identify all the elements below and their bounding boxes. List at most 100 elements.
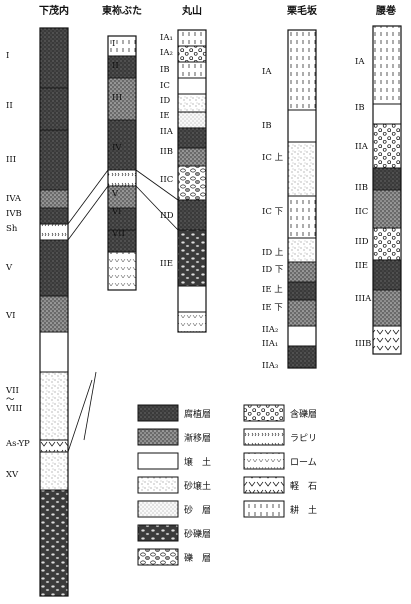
legend-label: ラピリ <box>290 433 317 444</box>
layer-label: IE 下 <box>262 303 283 313</box>
layer-sandy <box>178 94 206 112</box>
layer-label: IB <box>262 121 272 131</box>
layer-tilled <box>288 196 316 238</box>
legend-item-plain: 壌 土 <box>138 453 211 469</box>
layer-tilled <box>178 30 206 46</box>
layer-plain <box>178 286 206 312</box>
layer-sandy <box>288 142 316 196</box>
legend-label: ローム <box>290 457 317 468</box>
layer-transition <box>40 296 68 332</box>
layer-label: IIE <box>160 259 173 269</box>
layer-label: V <box>5 263 13 273</box>
correlation-line <box>68 186 108 240</box>
legend-item-sand: 砂 層 <box>138 501 211 517</box>
layer-label: ID 上 <box>262 248 284 258</box>
correlation-line <box>84 372 96 440</box>
layer-sandy <box>40 372 68 440</box>
layer-humus <box>373 168 401 190</box>
layer-label: IIB <box>355 183 368 193</box>
layer-label: IA <box>355 57 365 67</box>
layer-pebbly <box>373 124 401 168</box>
layer-label: IE 上 <box>262 285 283 295</box>
layer-label: III <box>6 155 16 165</box>
legend-swatch <box>244 501 284 517</box>
layer-sand <box>178 112 206 128</box>
layer-loam <box>178 312 206 332</box>
layer-sandy <box>40 452 68 490</box>
legend-item-pebbly: 含礫層 <box>244 405 317 421</box>
layer-tilled <box>178 62 206 78</box>
layer-label: IVA <box>6 194 22 204</box>
legend-swatch <box>244 405 284 421</box>
legend-label: 耕 土 <box>290 504 317 516</box>
layer-label: IA <box>262 67 272 77</box>
legend-item-tilled: 耕 土 <box>244 501 317 517</box>
legend-swatch <box>138 453 178 469</box>
layer-tilled <box>288 30 316 110</box>
column-title: 丸山 <box>181 4 202 17</box>
layer-humus <box>40 130 68 190</box>
layer-label: ID <box>160 96 170 106</box>
layer-pumice <box>40 440 68 452</box>
layer-label: IIA₃ <box>262 361 278 371</box>
layer-transition <box>40 190 68 208</box>
legend-swatch <box>244 453 284 469</box>
layer-transition <box>288 300 316 326</box>
layer-label: I <box>112 39 115 49</box>
legend-item-transition: 漸移層 <box>138 429 211 445</box>
layer-label: IA₂ <box>160 48 173 58</box>
layer-label: IIE <box>355 261 368 271</box>
layer-transition <box>178 148 206 166</box>
column-3: 丸山IA₁IA₂IBICIDIEIIAIIBIICIIDIIE <box>160 4 206 332</box>
layer-transition <box>288 262 316 282</box>
legend-label: 軽 石 <box>290 481 317 492</box>
layer-pebbly <box>178 46 206 62</box>
correlation-line <box>136 186 178 230</box>
legend-item-loam: ローム <box>244 453 317 469</box>
layer-lapilli <box>108 170 136 186</box>
layer-plain <box>288 110 316 142</box>
legend-label: 砂礫層 <box>184 528 211 540</box>
layer-label: V <box>111 189 119 199</box>
legend-label: 含礫層 <box>290 408 317 420</box>
layer-humus <box>40 240 68 296</box>
legend-item-humus: 腐植層 <box>138 405 211 421</box>
legend-item-lapilli: ラピリ <box>244 429 317 445</box>
legend-item-pumice: 軽 石 <box>244 477 317 493</box>
layer-label: ID 下 <box>262 265 284 275</box>
layer-label: IB <box>355 103 365 113</box>
legend-swatch <box>138 549 178 565</box>
layer-label: IIA <box>355 142 369 152</box>
legend-label: 壌 土 <box>184 456 211 468</box>
layer-humus <box>40 88 68 130</box>
layer-loam <box>108 252 136 290</box>
layer-label: IC <box>160 81 170 91</box>
column-title: 下茂内 <box>39 4 69 17</box>
legend-swatch <box>138 405 178 421</box>
layer-label: VI <box>111 207 122 217</box>
layer-humus <box>40 208 68 224</box>
legend-item-gravel: 礫 層 <box>138 549 211 565</box>
legend-label: 礫 層 <box>184 552 211 564</box>
layer-humus <box>178 200 206 230</box>
legend-swatch <box>138 525 178 541</box>
layer-transition <box>373 190 401 228</box>
layer-humus <box>288 282 316 300</box>
layer-label: IB <box>160 65 170 75</box>
layer-label: II <box>6 101 13 111</box>
layer-label: VI <box>5 311 16 321</box>
layer-pebbly <box>373 228 401 260</box>
layer-label: VII <box>111 229 125 239</box>
layer-label: I <box>6 51 9 61</box>
legend-label: 漸移層 <box>184 432 211 444</box>
column-title: 腰巻 <box>375 4 397 17</box>
legend-label: 砂壌土 <box>184 480 211 492</box>
layer-label: IID <box>160 211 174 221</box>
legend-swatch <box>244 429 284 445</box>
layer-label: III <box>112 93 122 103</box>
layer-lapilli <box>40 224 68 240</box>
layer-label: IVB <box>6 209 22 219</box>
layer-label: IIC <box>355 207 368 217</box>
